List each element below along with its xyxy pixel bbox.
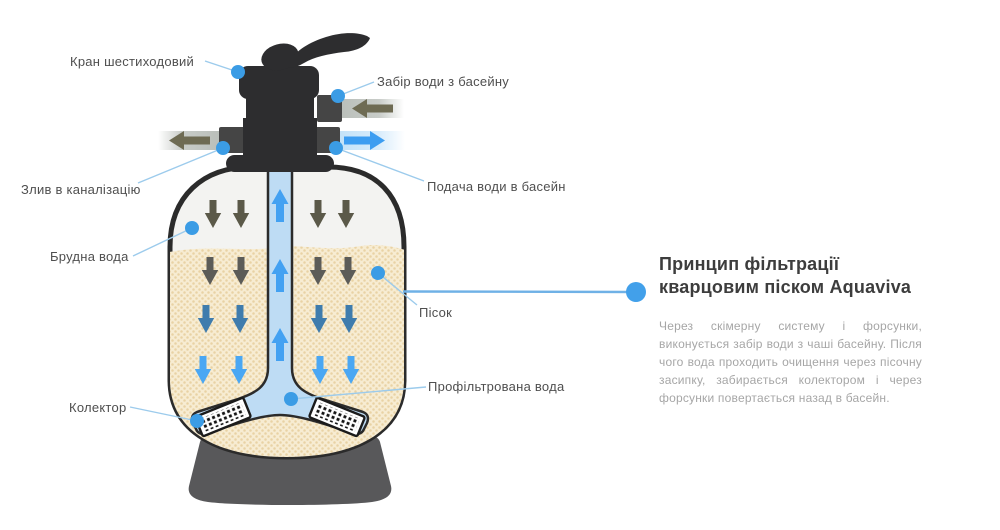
valve-handle [288, 33, 370, 68]
label-filtered-water: Профільтрована вода [428, 379, 565, 394]
center-tube [190, 164, 370, 436]
info-title: Принцип фільтрації кварцовим піском Aqua… [659, 253, 969, 299]
title-dot [626, 282, 646, 302]
collector-strip-right [308, 396, 366, 438]
label-sand: Пісок [419, 305, 453, 320]
info-paragraph: Через скімерну систему і форсунки, викон… [659, 319, 922, 405]
intake-arrow-icon [352, 99, 393, 118]
label-collector: Колектор [69, 400, 127, 415]
label-valve: Кран шестиходовий [70, 54, 194, 69]
label-drain: Злив в каналізацію [21, 182, 141, 197]
label-intake: Забір води з басейну [377, 74, 510, 89]
title-leader-line [402, 290, 635, 294]
info-title-line2: кварцовим піском Aquaviva [659, 277, 912, 298]
six-way-valve [226, 33, 370, 172]
callout-dots [185, 65, 646, 428]
supply-arrow-icon [344, 131, 385, 150]
drain-arrow-icon [169, 131, 210, 150]
info-title-line1: Принцип фільтрації [659, 254, 840, 274]
label-supply: Подача води в басейн [427, 179, 566, 194]
label-dirty-water: Брудна вода [50, 249, 129, 264]
valve-flange [226, 155, 334, 172]
